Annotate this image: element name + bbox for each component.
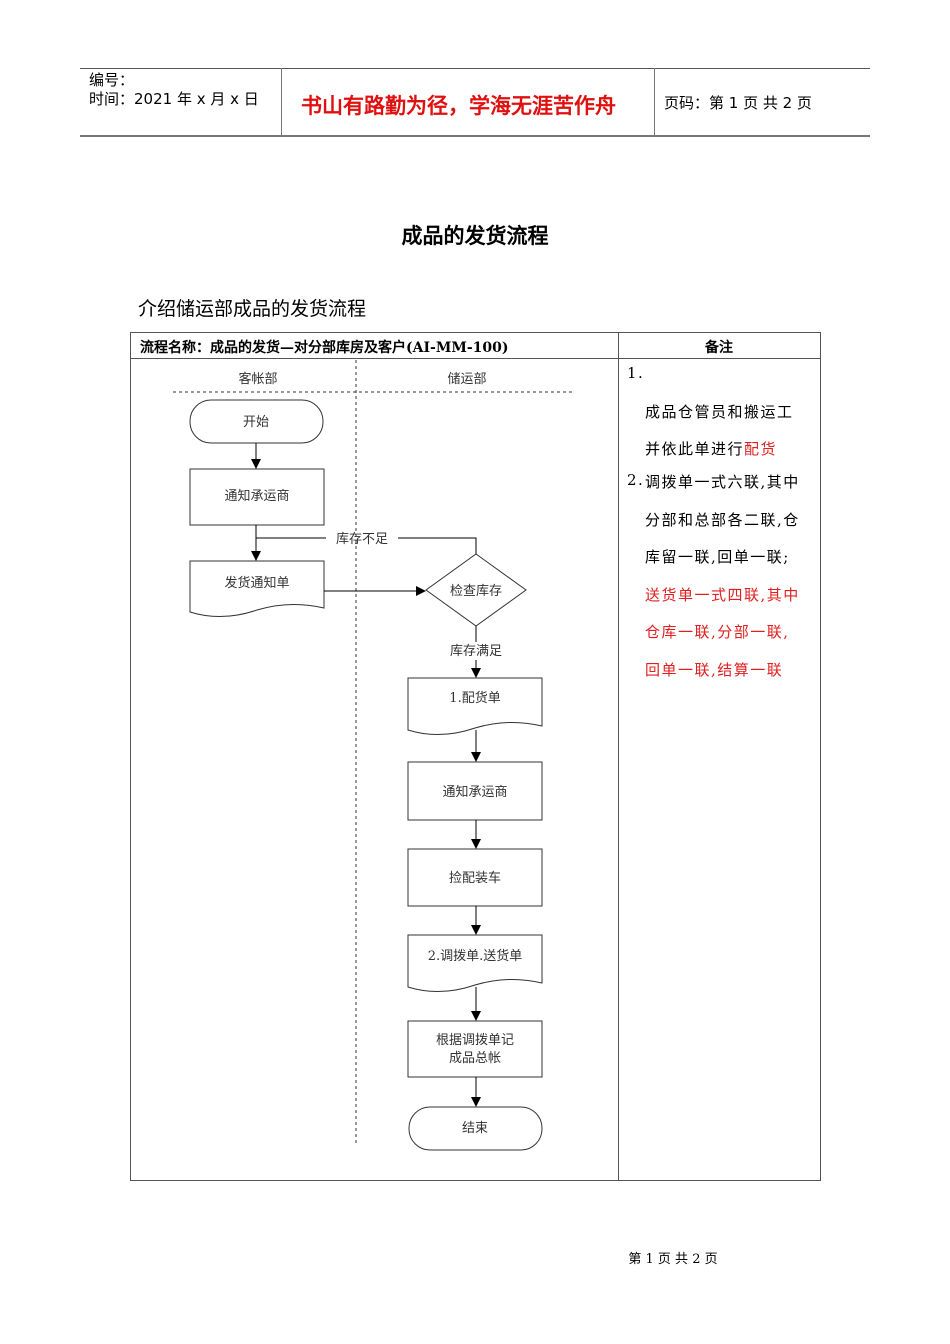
notify-carrier-2-label: 通知承运商 [442, 784, 507, 800]
transfer-delivery-document [407, 934, 543, 993]
remark-line: 分部和总部各二联,仓 [645, 511, 800, 529]
header-motto: 书山有路勤为径，学海无涯苦作舟 [301, 94, 616, 118]
header-bottom-rule [80, 135, 870, 137]
notify-carrier-box-2 [407, 761, 543, 821]
process-table [130, 332, 821, 1181]
table-header-rule [131, 358, 820, 359]
start-label: 开始 [243, 415, 269, 430]
header-divider [281, 68, 282, 136]
header-divider [654, 68, 655, 136]
remark-line: 调拨单一式六联,其中 [645, 473, 800, 491]
picking-list-label: 1.配货单 [449, 690, 500, 706]
remark-line: 并依此单进行配货 [645, 438, 777, 459]
page-title: 成品的发货流程 [401, 224, 549, 248]
remark-line: 仓库一联,分部一联, [645, 623, 790, 641]
remark-text-highlight: 配货 [744, 440, 778, 458]
remark-line: 送货单一式四联,其中 [645, 586, 800, 604]
ledger-label-line1: 根据调拨单记 [436, 1033, 514, 1048]
notify-carrier-label: 通知承运商 [224, 488, 289, 504]
remarks-header: 备注 [705, 340, 733, 356]
doc-number-label: 编号： [89, 71, 135, 89]
remark-number-2: 2. [627, 471, 645, 489]
notify-carrier-box [189, 468, 325, 526]
end-terminator [408, 1106, 543, 1151]
header-top-rule [80, 68, 870, 69]
table-column-divider [618, 332, 619, 1180]
lane-label-accounts: 客帐部 [238, 371, 277, 387]
page-footer: 第 1 页 共 2 页 [628, 1252, 718, 1267]
sufficient-label: 库存满足 [450, 643, 502, 659]
subtitle: 介绍储运部成品的发货流程 [138, 298, 367, 320]
remark-number-1: 1. [627, 364, 645, 382]
remark-text: 并依此单进行 [645, 440, 745, 458]
doc-time-label: 时间：2021 年 x 月 x 日 [89, 90, 259, 108]
picking-list-document [407, 677, 543, 736]
remark-line: 回单一联,结算一联 [645, 661, 784, 679]
lane-label-logistics: 储运部 [447, 372, 486, 387]
transfer-delivery-label: 2.调拨单.送货单 [428, 948, 523, 964]
end-label: 结束 [462, 1121, 488, 1136]
remark-line: 库留一联,回单一联; [645, 548, 790, 566]
remark-line: 成品仓管员和搬运工 [645, 403, 794, 421]
pick-load-box [407, 848, 543, 907]
process-name: 流程名称：成品的发货—对分部库房及客户(AI-MM-100) [140, 340, 509, 356]
pick-load-label: 捡配装车 [449, 870, 501, 886]
page-info: 页码：第 1 页 共 2 页 [664, 94, 812, 112]
ledger-box [407, 1020, 543, 1078]
delivery-notice-label: 发货通知单 [224, 575, 289, 591]
check-stock-label: 检查库存 [450, 583, 502, 599]
ledger-label-line2: 成品总帐 [449, 1051, 501, 1066]
shortage-label: 库存不足 [336, 531, 388, 547]
delivery-notice-document [189, 560, 325, 618]
